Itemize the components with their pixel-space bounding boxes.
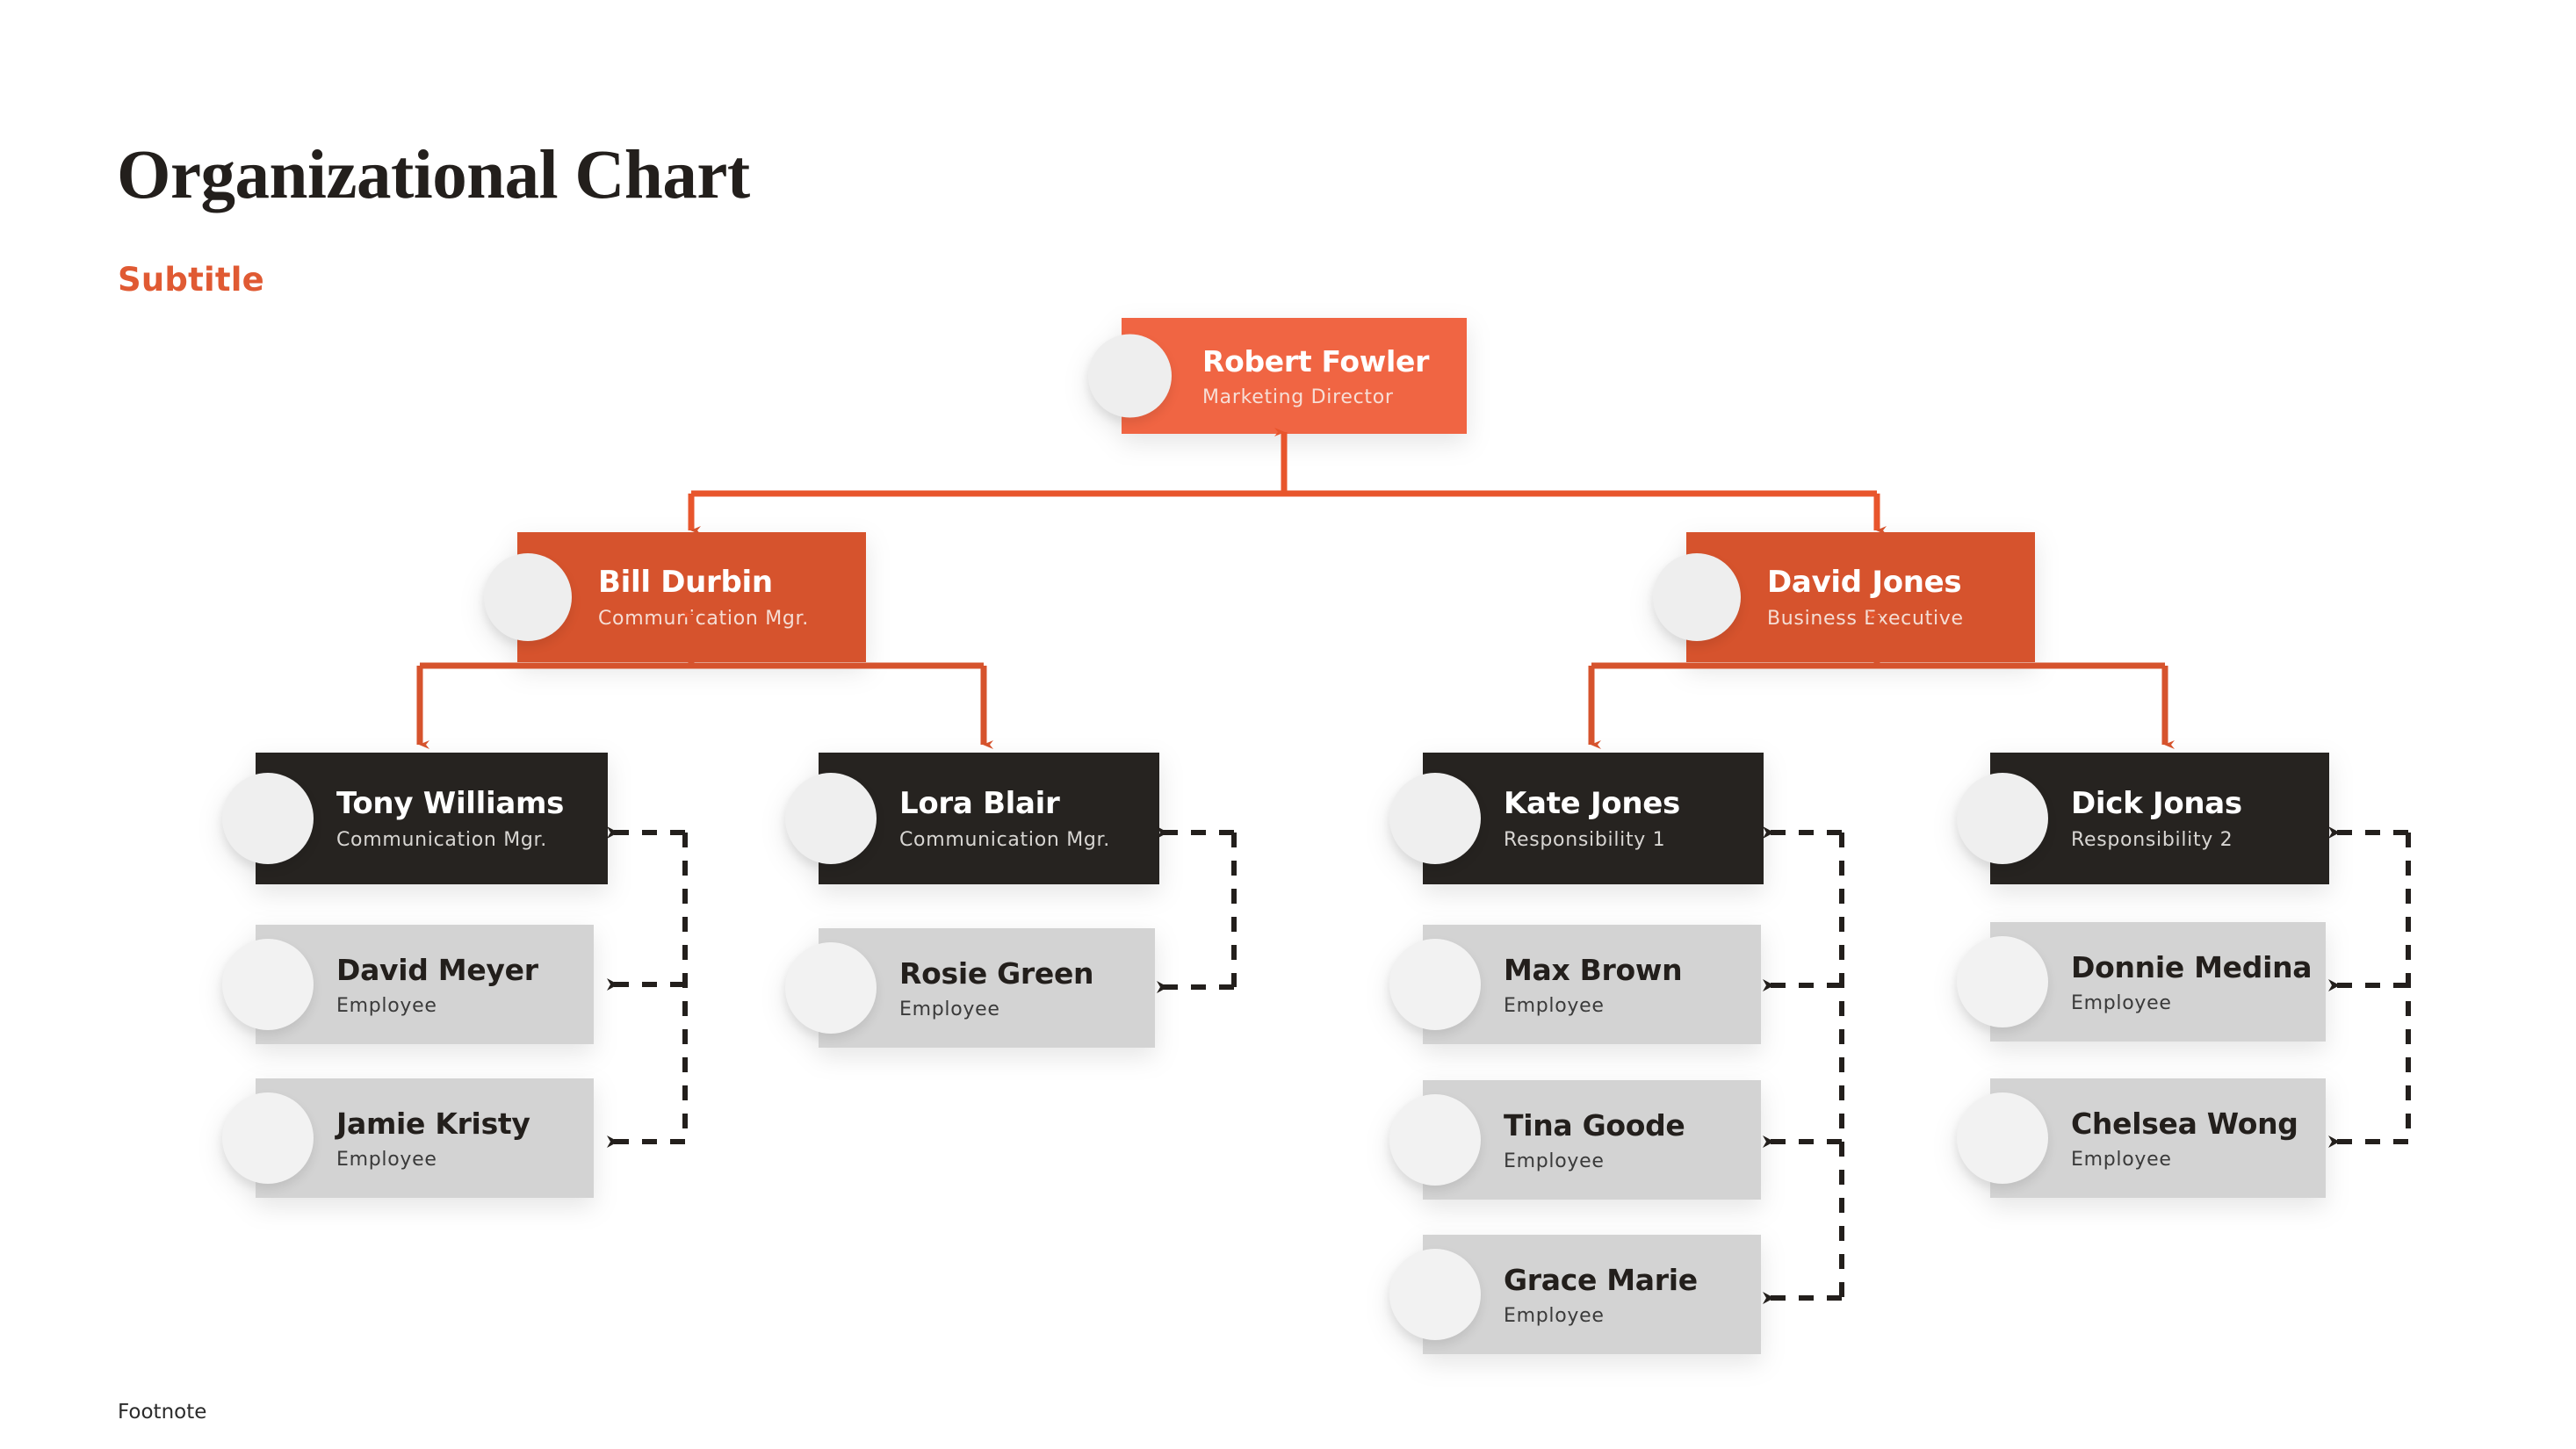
org-node-robert-fowler[interactable]: Robert Fowler Marketing Director xyxy=(1088,318,1467,434)
avatar xyxy=(222,939,314,1030)
node-name: Dick Jonas xyxy=(2071,786,2242,821)
org-node-kate-jones[interactable]: Kate Jones Responsibility 1 xyxy=(1389,753,1764,884)
org-node-david-jones[interactable]: David Jones Business Executive xyxy=(1653,532,2035,662)
node-role: Employee xyxy=(2071,991,2172,1014)
node-role: Employee xyxy=(2071,1148,2172,1171)
org-node-tony-williams[interactable]: Tony Williams Communication Mgr. xyxy=(222,753,608,884)
node-name: David Meyer xyxy=(336,952,538,987)
edge-david-jones-to-leads xyxy=(1588,610,2175,749)
node-role: Employee xyxy=(1504,994,1605,1017)
org-node-tina-goode[interactable]: Tina Goode Employee xyxy=(1389,1080,1761,1200)
node-name: Rosie Green xyxy=(899,955,1094,991)
edge-kate-jones-to-employees xyxy=(1763,826,1844,1304)
node-role: Business Executive xyxy=(1767,608,1964,630)
node-name: Max Brown xyxy=(1504,952,1683,987)
avatar xyxy=(1957,773,2048,864)
edge-dick-jonas-to-employees xyxy=(2328,826,2411,1148)
page-title: Organizational Chart xyxy=(117,137,750,213)
org-node-rosie-green[interactable]: Rosie Green Employee xyxy=(785,928,1155,1048)
node-role: Employee xyxy=(899,998,1000,1020)
node-role: Communication Mgr. xyxy=(336,829,547,851)
footnote: Footnote xyxy=(118,1401,207,1424)
org-node-grace-marie[interactable]: Grace Marie Employee xyxy=(1389,1235,1761,1354)
org-node-dick-jonas[interactable]: Dick Jonas Responsibility 2 xyxy=(1957,753,2329,884)
org-node-david-meyer[interactable]: David Meyer Employee xyxy=(222,925,594,1044)
avatar xyxy=(1389,939,1481,1030)
edge-lora-blair-to-employees xyxy=(1157,826,1237,993)
node-name: Tony Williams xyxy=(336,786,565,821)
avatar xyxy=(1653,553,1741,641)
node-role: Employee xyxy=(336,1148,437,1171)
node-role: Employee xyxy=(1504,1150,1605,1172)
node-role: Responsibility 2 xyxy=(2071,829,2233,851)
avatar xyxy=(222,773,314,864)
node-role: Responsibility 1 xyxy=(1504,829,1666,851)
avatar xyxy=(1389,1094,1481,1186)
avatar xyxy=(1957,936,2048,1027)
edge-tony-williams-to-employees xyxy=(607,826,688,1148)
avatar xyxy=(1389,1249,1481,1340)
org-node-jamie-kristy[interactable]: Jamie Kristy Employee xyxy=(222,1078,594,1198)
node-role: Employee xyxy=(1504,1304,1605,1327)
node-role: Communication Mgr. xyxy=(598,608,809,630)
node-name: Grace Marie xyxy=(1504,1262,1698,1297)
avatar xyxy=(785,773,877,864)
node-role: Marketing Director xyxy=(1202,386,1394,408)
node-name: Chelsea Wong xyxy=(2071,1106,2298,1141)
node-name: Jamie Kristy xyxy=(336,1106,530,1141)
node-role: Communication Mgr. xyxy=(899,829,1110,851)
node-name: Lora Blair xyxy=(899,786,1060,821)
avatar xyxy=(484,553,572,641)
avatar xyxy=(1957,1092,2048,1184)
avatar xyxy=(1389,773,1481,864)
node-name: Kate Jones xyxy=(1504,786,1680,821)
org-node-donnie-medina[interactable]: Donnie Medina Employee xyxy=(1957,922,2326,1042)
avatar xyxy=(1088,334,1172,418)
node-name: Donnie Medina xyxy=(2071,949,2313,984)
node-role: Employee xyxy=(336,994,437,1017)
node-name: Tina Goode xyxy=(1504,1107,1685,1143)
avatar xyxy=(222,1092,314,1184)
org-node-max-brown[interactable]: Max Brown Employee xyxy=(1389,925,1761,1044)
node-name: Robert Fowler xyxy=(1202,343,1430,378)
avatar xyxy=(785,942,877,1034)
org-node-lora-blair[interactable]: Lora Blair Communication Mgr. xyxy=(785,753,1159,884)
edge-root-to-managers xyxy=(688,428,1887,535)
node-name: Bill Durbin xyxy=(598,565,773,600)
edge-bill-durbin-to-leads xyxy=(416,610,993,749)
org-node-chelsea-wong[interactable]: Chelsea Wong Employee xyxy=(1957,1078,2326,1198)
page-subtitle: Subtitle xyxy=(118,261,264,299)
node-name: David Jones xyxy=(1767,565,1962,600)
